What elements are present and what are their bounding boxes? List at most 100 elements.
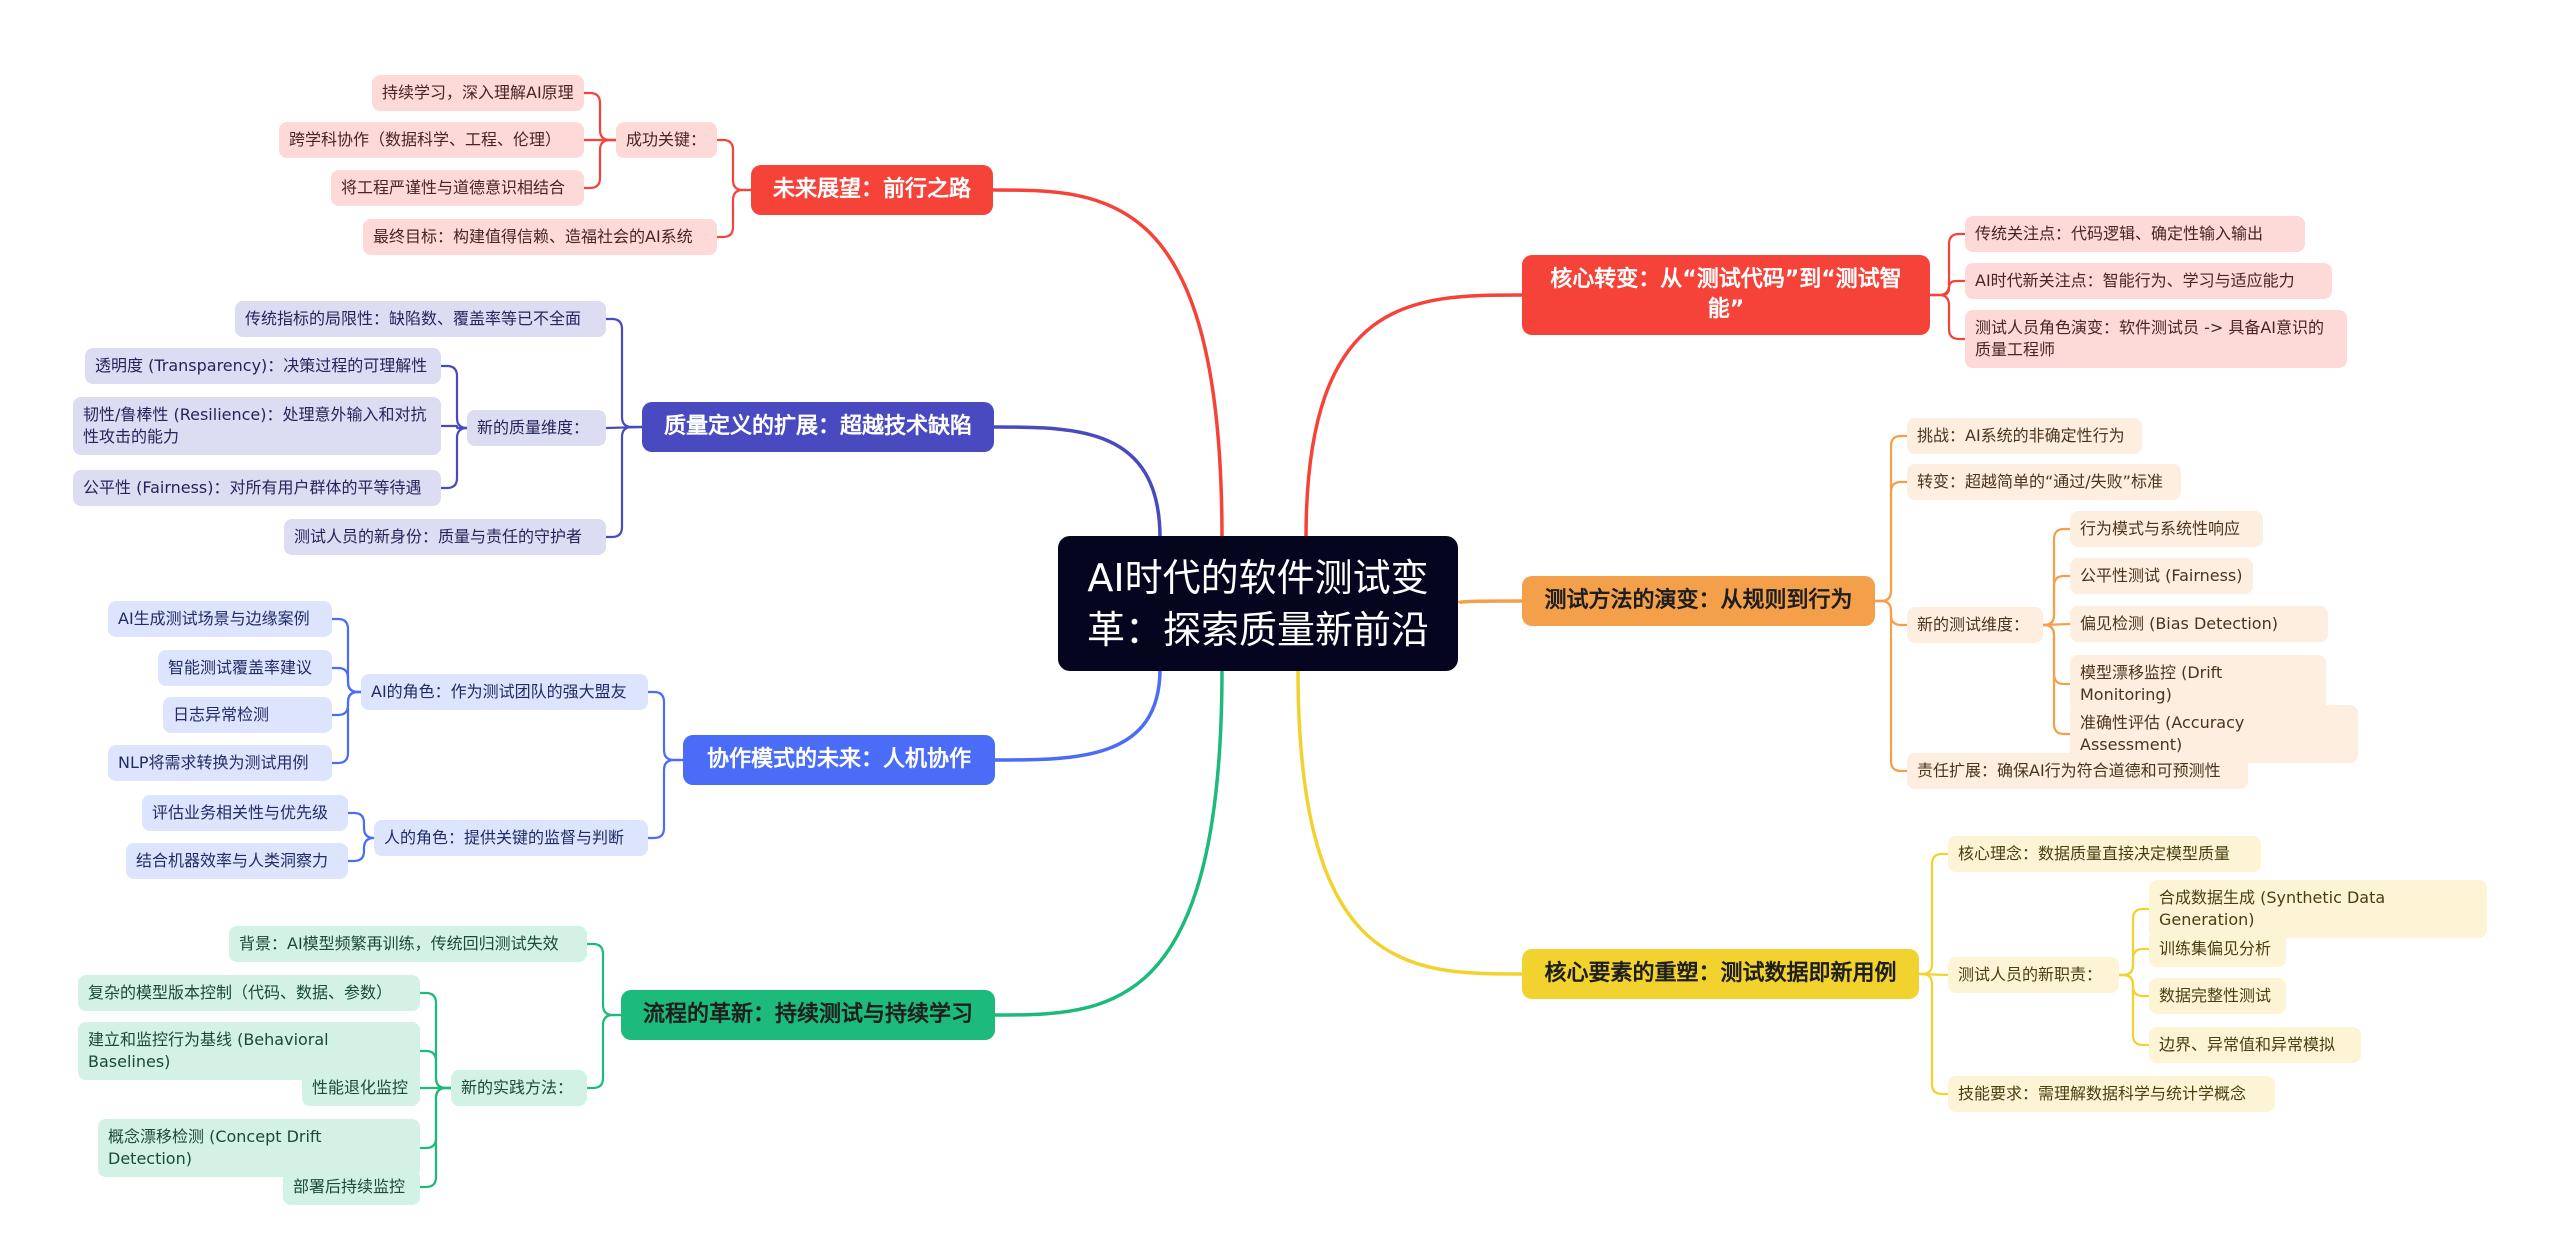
connector-line (420, 991, 451, 1090)
branch-future-outlook[interactable]: 未来展望：前行之路 (751, 165, 993, 215)
connector-line (1919, 852, 1948, 976)
subtopic-node[interactable]: 智能测试覆盖率建议 (158, 650, 332, 686)
connector-line (1919, 972, 1948, 1096)
connector-line (332, 690, 361, 717)
connector-line (605, 425, 643, 430)
subtopic-node[interactable]: 日志异常检测 (163, 697, 332, 733)
connector-line (2119, 907, 2149, 977)
topic-node[interactable]: 挑战：AI系统的非确定性行为 (1907, 418, 2142, 454)
subtopic-node[interactable]: AI生成测试场景与边缘案例 (108, 601, 332, 637)
connector-line (1930, 232, 1965, 297)
subtopic-node[interactable]: 评估业务相关性与优先级 (142, 795, 348, 831)
connector-line (348, 836, 375, 863)
topic-node[interactable]: 核心理念：数据质量直接决定模型质量 (1948, 836, 2261, 872)
connector-line (332, 690, 361, 765)
topic-node[interactable]: 测试人员角色演变：软件测试员 -> 具备AI意识的质量工程师 (1965, 310, 2347, 368)
subtopic-node[interactable]: 复杂的模型版本控制（代码、数据、参数） (78, 975, 420, 1011)
subtopic-node[interactable]: 跨学科协作（数据科学、工程、伦理） (279, 122, 584, 158)
connector-line (420, 1086, 451, 1150)
connector-line (993, 425, 1162, 539)
branch-collaboration[interactable]: 协作模式的未来：人机协作 (683, 735, 995, 785)
connector-line (1930, 293, 1965, 341)
subtopic-node[interactable]: NLP将需求转换为测试用例 (108, 745, 332, 781)
topic-node[interactable]: 背景：AI模型频繁再训练，传统回归测试失效 (229, 926, 587, 962)
connector-line (2043, 574, 2070, 627)
connector-line (2043, 623, 2070, 686)
connector-line (648, 758, 683, 840)
connector-line (2043, 623, 2070, 736)
subtopic-node[interactable]: 模型漂移监控 (Drift Monitoring) (2070, 655, 2326, 713)
connector-line (420, 1086, 451, 1189)
connector-line (1918, 972, 1949, 977)
subtopic-node[interactable]: 合成数据生成 (Synthetic Data Generation) (2149, 880, 2487, 938)
topic-node[interactable]: 人的角色：提供关键的监督与判断 (374, 820, 648, 856)
connector-line (1875, 599, 1907, 627)
branch-test-data[interactable]: 核心要素的重塑：测试数据即新用例 (1522, 949, 1919, 999)
topic-node[interactable]: 测试人员的新职责： (1948, 957, 2119, 993)
topic-node[interactable]: 最终目标：构建值得信赖、造福社会的AI系统 (363, 219, 717, 255)
connector-line (1875, 599, 1907, 773)
connector-line (584, 138, 616, 190)
connector-line (584, 91, 616, 142)
connector-line (441, 426, 468, 490)
subtopic-node[interactable]: 数据完整性测试 (2149, 978, 2286, 1014)
connector-line (606, 425, 642, 539)
connector-line (332, 617, 361, 694)
subtopic-node[interactable]: 概念漂移检测 (Concept Drift Detection) (98, 1119, 420, 1177)
branch-method-evolution[interactable]: 测试方法的演变：从规则到行为 (1522, 576, 1875, 626)
subtopic-node[interactable]: 公平性测试 (Fairness) (2070, 558, 2253, 594)
topic-node[interactable]: 新的质量维度： (467, 410, 606, 446)
connector-line (994, 668, 1224, 1017)
topic-node[interactable]: AI的角色：作为测试团队的强大盟友 (361, 674, 648, 710)
connector-line (332, 666, 361, 694)
connector-line (348, 811, 375, 840)
branch-process-innovation[interactable]: 流程的革新：持续测试与持续学习 (621, 990, 995, 1040)
topic-node[interactable]: 传统关注点：代码逻辑、确定性输入输出 (1965, 216, 2305, 252)
topic-node[interactable]: 转变：超越简单的“通过/失败”标准 (1907, 464, 2181, 500)
connector-line (1875, 434, 1907, 603)
connector-line (441, 364, 468, 430)
topic-node[interactable]: 测试人员的新身份：质量与责任的守护者 (284, 519, 606, 555)
subtopic-node[interactable]: 韧性/鲁棒性 (Resilience)：处理意外输入和对抗性攻击的能力 (73, 397, 441, 455)
subtopic-node[interactable]: 透明度 (Transparency)：决策过程的可理解性 (85, 348, 441, 384)
connector-line (420, 1049, 451, 1090)
subtopic-node[interactable]: 持续学习，深入理解AI原理 (372, 75, 584, 111)
subtopic-node[interactable]: 训练集偏见分析 (2149, 931, 2286, 967)
connector-line (1875, 480, 1907, 603)
subtopic-node[interactable]: 性能退化监控 (302, 1070, 420, 1106)
connector-line (441, 424, 467, 430)
connector-line (648, 690, 683, 762)
subtopic-node[interactable]: 边界、异常值和异常模拟 (2149, 1027, 2361, 1063)
topic-node[interactable]: 新的测试维度： (1907, 607, 2043, 643)
connector-line (717, 138, 751, 192)
subtopic-node[interactable]: 结合机器效率与人类洞察力 (126, 843, 348, 879)
connector-line (606, 317, 642, 429)
subtopic-node[interactable]: 部署后持续监控 (283, 1169, 420, 1205)
connector-line (1304, 293, 1523, 539)
subtopic-node[interactable]: 公平性 (Fairness)：对所有用户群体的平等待遇 (73, 470, 441, 506)
connector-line (2043, 527, 2070, 627)
topic-node[interactable]: 新的实践方法： (451, 1070, 587, 1106)
subtopic-node[interactable]: 将工程严谨性与道德意识相结合 (331, 170, 584, 206)
topic-node[interactable]: AI时代新关注点：智能行为、学习与适应能力 (1965, 263, 2332, 299)
subtopic-node[interactable]: 行为模式与系统性响应 (2070, 511, 2263, 547)
connector-line (2119, 973, 2149, 1047)
connector-line (994, 668, 1162, 762)
central-topic[interactable]: AI时代的软件测试变革：探索质量新前沿 (1058, 536, 1458, 671)
subtopic-node[interactable]: 偏见检测 (Bias Detection) (2070, 606, 2328, 642)
subtopic-node[interactable]: 建立和监控行为基线 (Behavioral Baselines) (78, 1022, 420, 1080)
connector-line (587, 1013, 621, 1090)
connector-line (2119, 973, 2149, 998)
connector-line (587, 942, 621, 1017)
branch-core-shift[interactable]: 核心转变：从“测试代码”到“测试智能” (1522, 255, 1930, 335)
topic-node[interactable]: 技能要求：需理解数据科学与统计学概念 (1948, 1076, 2275, 1112)
connector-line (2119, 947, 2149, 977)
connector-line (717, 188, 751, 239)
connector-line (1930, 279, 1965, 297)
connector-line (2042, 622, 2071, 627)
topic-node[interactable]: 传统指标的局限性：缺陷数、覆盖率等已不全面 (235, 301, 606, 337)
topic-node[interactable]: 成功关键： (616, 122, 717, 158)
branch-quality-definition[interactable]: 质量定义的扩展：超越技术缺陷 (642, 402, 994, 452)
topic-node[interactable]: 责任扩展：确保AI行为符合道德和可预测性 (1907, 753, 2248, 789)
